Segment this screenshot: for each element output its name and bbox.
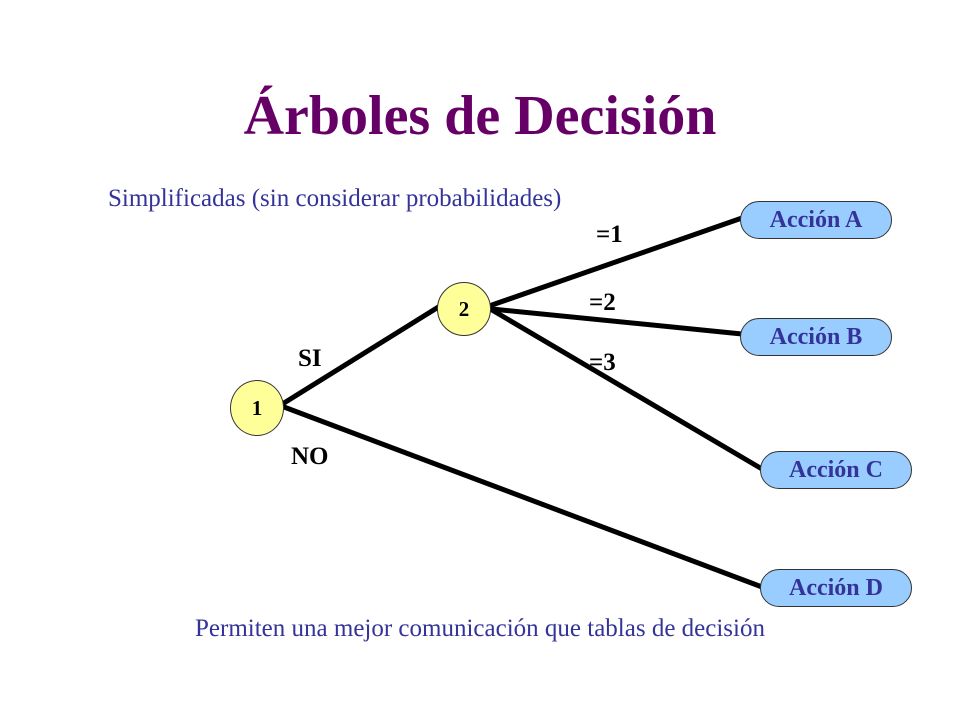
edge-1-d — [281, 404, 765, 590]
edge-2-b — [489, 306, 745, 337]
edge-label-no: NO — [291, 443, 329, 470]
edge-label-eq2: =2 — [589, 289, 616, 316]
edge-1-2 — [281, 303, 443, 406]
page-title: Árboles de Decisión — [243, 85, 717, 147]
action-b: Acción B — [740, 318, 892, 356]
edge-label-eq3: =3 — [589, 349, 616, 376]
action-d: Acción D — [760, 569, 912, 607]
edge-label-eq1: =1 — [596, 221, 623, 248]
subtitle: Simplificadas (sin considerar probabilid… — [108, 185, 562, 212]
edge-2-c — [489, 307, 765, 472]
action-a: Acción A — [740, 201, 892, 239]
decision-node-2: 2 — [437, 282, 491, 336]
action-c: Acción C — [760, 451, 912, 489]
edge-2-a — [489, 215, 745, 308]
footer-note: Permiten una mejor comunicación que tabl… — [195, 615, 765, 642]
decision-node-1: 1 — [230, 380, 284, 436]
edge-label-si: SI — [298, 345, 322, 372]
